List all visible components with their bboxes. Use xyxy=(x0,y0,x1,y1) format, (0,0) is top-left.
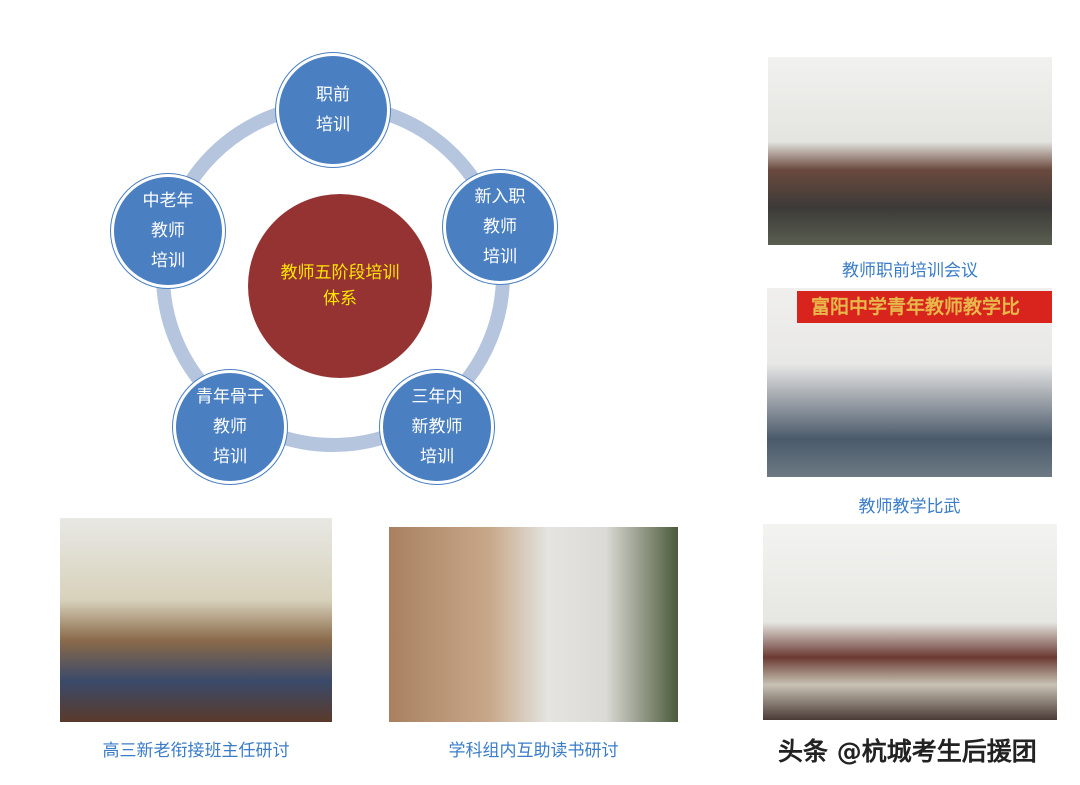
stage-node-new-hire: 新入职 教师 培训 xyxy=(443,170,557,284)
photo-reading-discussion xyxy=(389,527,678,722)
photo-grade-three-meeting xyxy=(60,518,332,722)
stage-label: 培训 xyxy=(420,447,454,467)
photo-preservice-meeting xyxy=(768,57,1052,245)
stage-node-young-backbone: 青年骨干 教师 培训 xyxy=(173,370,287,484)
stage-label: 三年内 xyxy=(411,387,463,407)
stage-label: 新教师 xyxy=(411,417,463,437)
stage-label: 新入职 xyxy=(474,187,526,207)
stage-label: 教师 xyxy=(151,221,185,241)
caption: 高三新老衔接班主任研讨 xyxy=(102,741,290,761)
center-node: 教师五阶段培训体系 xyxy=(248,194,432,378)
stage-label: 教师 xyxy=(213,417,247,437)
watermark: 头条 @杭城考生后援团 xyxy=(778,737,1037,766)
caption: 教师职前培训会议 xyxy=(842,261,978,281)
caption: 学科组内互助读书研讨 xyxy=(448,741,619,761)
stage-node-preservice: 职前 培训 xyxy=(276,53,390,167)
stage-label: 中老年 xyxy=(142,191,194,211)
caption: 教师教学比武 xyxy=(858,497,961,517)
stage-label: 培训 xyxy=(151,251,185,271)
stage-label: 职前 xyxy=(316,85,350,105)
stage-label: 青年骨干 xyxy=(196,387,264,407)
center-label: 教师五阶段培训体系 xyxy=(280,263,400,309)
stage-label: 培训 xyxy=(213,447,247,467)
stage-node-three-year: 三年内 新教师 培训 xyxy=(380,370,494,484)
stage-label: 培训 xyxy=(483,247,517,267)
banner: 富阳中学青年教师教学比 xyxy=(797,291,1052,323)
photo-teaching-contest: 富阳中学青年教师教学比 xyxy=(767,288,1052,477)
stage-node-senior: 中老年 教师 培训 xyxy=(111,174,225,288)
photo-conference-room xyxy=(763,524,1057,720)
stage-label: 教师 xyxy=(483,217,517,237)
stage-label: 培训 xyxy=(316,115,350,135)
